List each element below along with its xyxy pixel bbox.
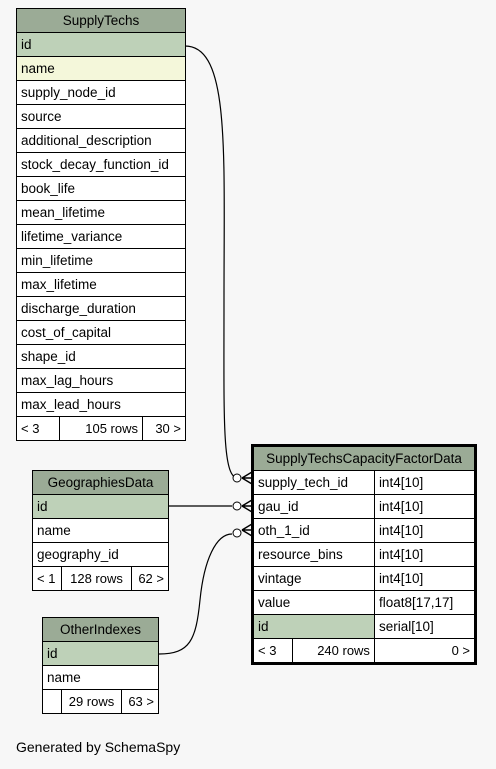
column-supply-tech-id[interactable]: supply_tech_id xyxy=(252,470,375,495)
table-title[interactable]: OtherIndexes xyxy=(42,617,159,642)
column-max-lag-hours[interactable]: max_lag_hours xyxy=(16,368,186,393)
generated-by-text: Generated by SchemaSpy xyxy=(16,739,181,755)
column-oth-1-id[interactable]: oth_1_id xyxy=(252,518,375,543)
column-book-life[interactable]: book_life xyxy=(16,176,186,201)
rel-supply-tech-id-end xyxy=(232,473,242,483)
column-name[interactable]: name xyxy=(42,665,159,690)
row-count: 240 rows xyxy=(317,643,370,658)
column-id[interactable]: id xyxy=(42,641,159,666)
column-type: serial[10] xyxy=(373,614,477,639)
parents-count[interactable]: < 1 xyxy=(32,566,62,591)
children-count[interactable]: 63 > xyxy=(121,689,159,714)
rel-oth-1-id-end xyxy=(232,528,242,538)
column-cost-of-capital[interactable]: cost_of_capital xyxy=(16,320,186,345)
children-count[interactable]: 62 > xyxy=(131,566,169,591)
children-count[interactable]: 0 > xyxy=(373,638,477,664)
column-max-lifetime[interactable]: max_lifetime xyxy=(16,272,186,297)
rel-supply-tech-id xyxy=(184,45,239,479)
column-stock-decay-function-id[interactable]: stock_decay_function_id xyxy=(16,152,186,177)
column-name[interactable]: name xyxy=(32,518,169,543)
column-resource-bins[interactable]: resource_bins xyxy=(252,542,375,567)
column-additional-description[interactable]: additional_description xyxy=(16,128,186,153)
table-title[interactable]: GeographiesData xyxy=(32,470,169,495)
column-geography-id[interactable]: geography_id xyxy=(32,542,169,567)
column-mean-lifetime[interactable]: mean_lifetime xyxy=(16,200,186,225)
column-max-lead-hours[interactable]: max_lead_hours xyxy=(16,392,186,417)
rel-gau-id-end xyxy=(232,501,242,511)
column-vintage[interactable]: vintage xyxy=(252,566,375,591)
table-supplytechs[interactable]: SupplyTechs id name supply_node_id sourc… xyxy=(16,8,186,441)
table-title[interactable]: SupplyTechs xyxy=(16,8,186,33)
column-id[interactable]: id xyxy=(16,32,186,57)
row-count: 105 rows xyxy=(59,416,143,441)
column-lifetime-variance[interactable]: lifetime_variance xyxy=(16,224,186,249)
column-value[interactable]: value xyxy=(252,590,375,615)
column-type: int4[10] xyxy=(373,542,477,567)
column-id[interactable]: id xyxy=(252,614,375,639)
row-count: 29 rows xyxy=(61,689,122,714)
children-count[interactable]: 30 > xyxy=(142,416,186,441)
column-source[interactable]: source xyxy=(16,104,186,129)
rel-oth-1-id xyxy=(158,533,233,655)
column-type: int4[10] xyxy=(373,470,477,495)
parents-count xyxy=(42,689,62,714)
table-supplytechscapacityfactordata[interactable]: SupplyTechsCapacityFactorData supply_tec… xyxy=(251,444,477,665)
column-shape-id[interactable]: shape_id xyxy=(16,344,186,369)
column-type: int4[10] xyxy=(373,566,477,591)
table-geographiesdata[interactable]: GeographiesData id name geography_id < 1… xyxy=(32,470,169,591)
row-count: 128 rows xyxy=(61,566,132,591)
parents-count[interactable]: < 3 xyxy=(16,416,60,441)
column-gau-id[interactable]: gau_id xyxy=(252,494,375,519)
column-supply-node-id[interactable]: supply_node_id xyxy=(16,80,186,105)
column-type: float8[17,17] xyxy=(373,590,477,615)
column-type: int4[10] xyxy=(373,518,477,543)
table-title[interactable]: SupplyTechsCapacityFactorData xyxy=(252,445,476,471)
column-id[interactable]: id xyxy=(32,494,169,519)
column-name[interactable]: name xyxy=(16,56,186,81)
column-discharge-duration[interactable]: discharge_duration xyxy=(16,296,186,321)
column-min-lifetime[interactable]: min_lifetime xyxy=(16,248,186,273)
table-otherindexes[interactable]: OtherIndexes id name 29 rows 63 > xyxy=(42,617,159,714)
parents-count[interactable]: < 3 xyxy=(254,639,293,662)
column-type: int4[10] xyxy=(373,494,477,519)
footer-left: < 3 240 rows xyxy=(252,638,375,664)
